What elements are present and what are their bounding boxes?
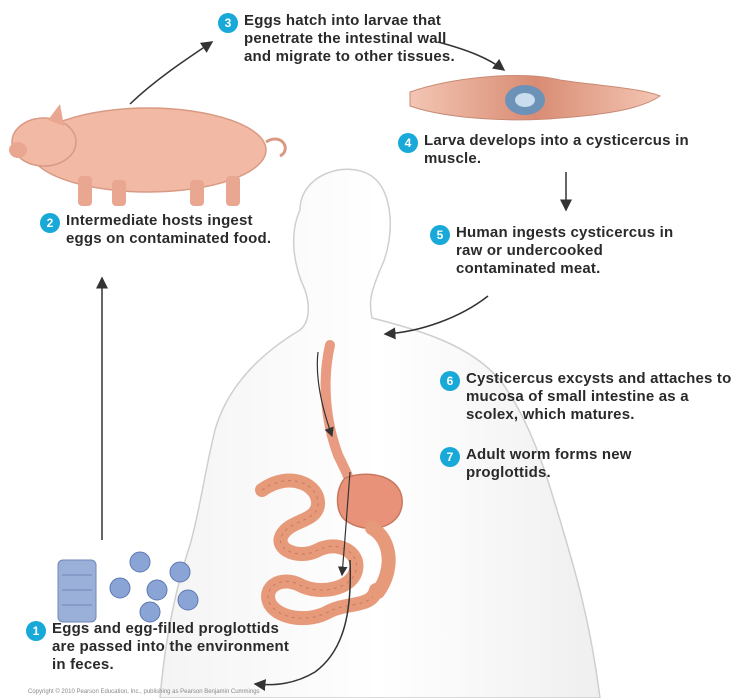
step-badge: 4 [398,133,418,153]
step-text: Human ingests cysticercus in raw or unde… [456,224,676,278]
step-3: 3 Eggs hatch into larvae that penetrate … [218,12,474,66]
step-text: Intermediate hosts ingest eggs on contam… [66,212,286,248]
step-text: Eggs hatch into larvae that penetrate th… [244,12,474,66]
step-text: Eggs and egg-filled proglottids are pass… [52,620,302,674]
arrow-pig-to-hatch [130,42,212,104]
step-6: 6 Cysticercus excysts and attaches to mu… [440,370,744,424]
step-text: Larva develops into a cysticercus in mus… [424,132,704,168]
step-text: Adult worm forms new proglottids. [466,446,686,482]
step-text: Cysticercus excysts and attaches to muco… [466,370,744,424]
step-2: 2 Intermediate hosts ingest eggs on cont… [40,212,286,248]
step-badge: 6 [440,371,460,391]
step-5: 5 Human ingests cysticercus in raw or un… [430,224,676,278]
pig-icon [9,104,285,206]
copyright-credit: Copyright © 2010 Pearson Education, Inc.… [28,689,260,695]
step-4: 4 Larva develops into a cysticercus in m… [398,132,704,168]
step-badge: 1 [26,621,46,641]
step-7: 7 Adult worm forms new proglottids. [440,446,686,482]
step-1: 1 Eggs and egg-filled proglottids are pa… [26,620,302,674]
step-badge: 7 [440,447,460,467]
step-badge: 5 [430,225,450,245]
muscle-cysticercus-icon [410,76,660,120]
step-badge: 2 [40,213,60,233]
step-badge: 3 [218,13,238,33]
